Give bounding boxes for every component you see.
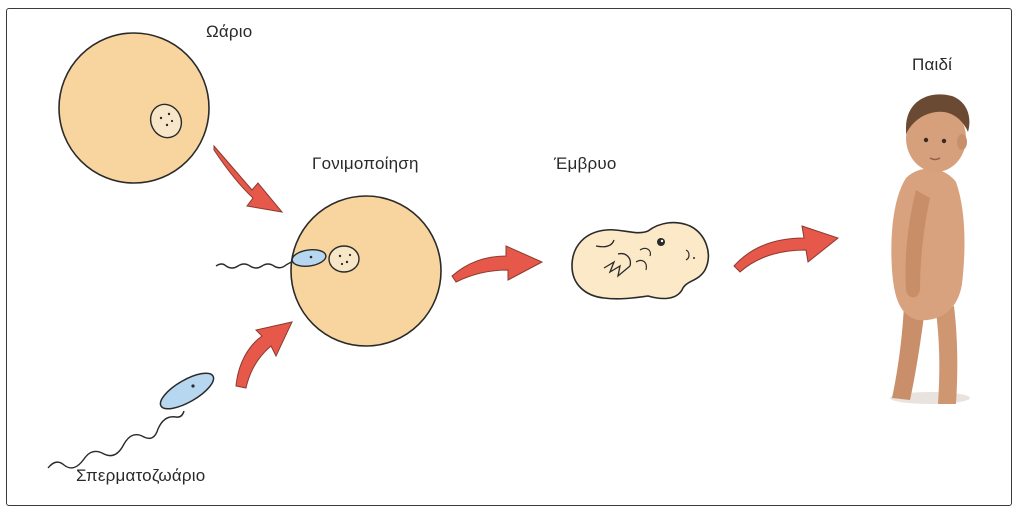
arrow-fertilization-to-embryo [452, 246, 542, 282]
arrow-ovum-to-fertilization [214, 146, 282, 212]
label-fertilization: Γονιμοποίηση [312, 154, 419, 174]
embryo [572, 223, 708, 299]
label-ovum: Ωάριο [206, 22, 252, 42]
arrow-embryo-to-child [734, 226, 838, 272]
ovum-cell [59, 33, 209, 183]
child-photo [890, 94, 970, 404]
sperm-cell [48, 366, 218, 468]
sperm-penetrating [216, 248, 327, 269]
label-embryo: Έμβρυο [554, 154, 617, 174]
label-child: Παιδί [912, 55, 952, 75]
arrow-sperm-to-fertilization [236, 322, 292, 388]
fertilized-nucleus [329, 246, 359, 272]
fertilized-cell [291, 196, 441, 346]
label-sperm: Σπερματοζωάριο [76, 466, 205, 486]
